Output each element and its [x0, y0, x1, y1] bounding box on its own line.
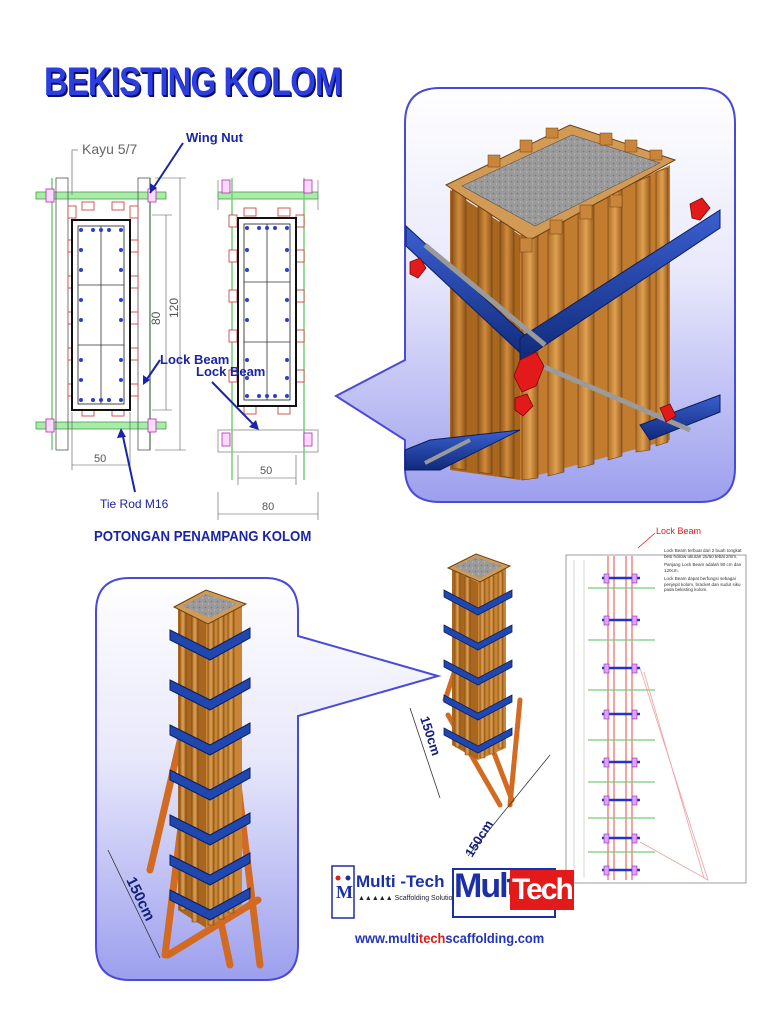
label-kayu: Kayu 5/7	[82, 141, 137, 157]
elevation-header: Lock Beam	[656, 526, 701, 536]
website-link[interactable]: www.multitechscaffolding.com	[355, 930, 544, 946]
dim-120-vertical: 120	[167, 298, 181, 318]
angle-dim-mid-a: 150cm	[417, 714, 444, 757]
dim-80-bottom: 80	[262, 501, 274, 513]
brand-tagline-text: Scaffolding Solution	[394, 895, 457, 902]
elevation-note-1: Lock Beam terbuat dari 2 buah tongkat be…	[664, 548, 742, 559]
cross-section-plan-right: Lock Beam 50 80	[196, 178, 319, 520]
website-suffix: scaffolding.com	[445, 930, 545, 946]
section-caption: POTONGAN PENAMPANG KOLOM	[94, 528, 312, 545]
svg-text:M: M	[336, 882, 353, 902]
website-highlight: tech	[418, 930, 446, 946]
brand-logo-tagline: ▲▲▲▲▲ Scaffolding Solution	[358, 895, 457, 902]
dim-50-right: 50	[260, 465, 272, 477]
page-title: BEKISTING KOLOM	[44, 60, 342, 104]
label-tie-rod: Tie Rod M16	[100, 497, 169, 511]
label-wing-nut: Wing Nut	[186, 130, 244, 145]
cross-section-plan-left: Kayu 5/7 Wing Nut Lock Beam Tie Rod M16 …	[35, 130, 244, 511]
label-lock-beam-right: Lock Beam	[196, 364, 265, 379]
angle-dim-mid-b: 150cm	[462, 817, 496, 859]
elevation-note-3: Lock Beam dapat berfungsi sebagai penjep…	[664, 576, 741, 592]
website-prefix: www.multi	[355, 930, 419, 946]
dim-80-vertical: 80	[149, 311, 163, 325]
brand-wordmark-tech: Tech	[510, 870, 574, 910]
render-callout-bottom: 150cm	[95, 577, 442, 981]
render-column-braced: 150cm 150cm	[409, 553, 551, 860]
label-lock-beam: Lock Beam	[160, 352, 229, 367]
elevation-note-2: Panjang Lock Beam adalah 90 cm dan 120cm…	[664, 562, 742, 573]
side-elevation-drawing: Lock Beam Lock Beam terbuat dari 2 buah …	[565, 526, 747, 884]
brand-logo-name: Multi -Tech	[356, 872, 445, 891]
dim-50-left: 50	[94, 453, 106, 465]
render-callout-top	[334, 87, 736, 503]
multitech-logo-icon: M	[331, 865, 355, 919]
